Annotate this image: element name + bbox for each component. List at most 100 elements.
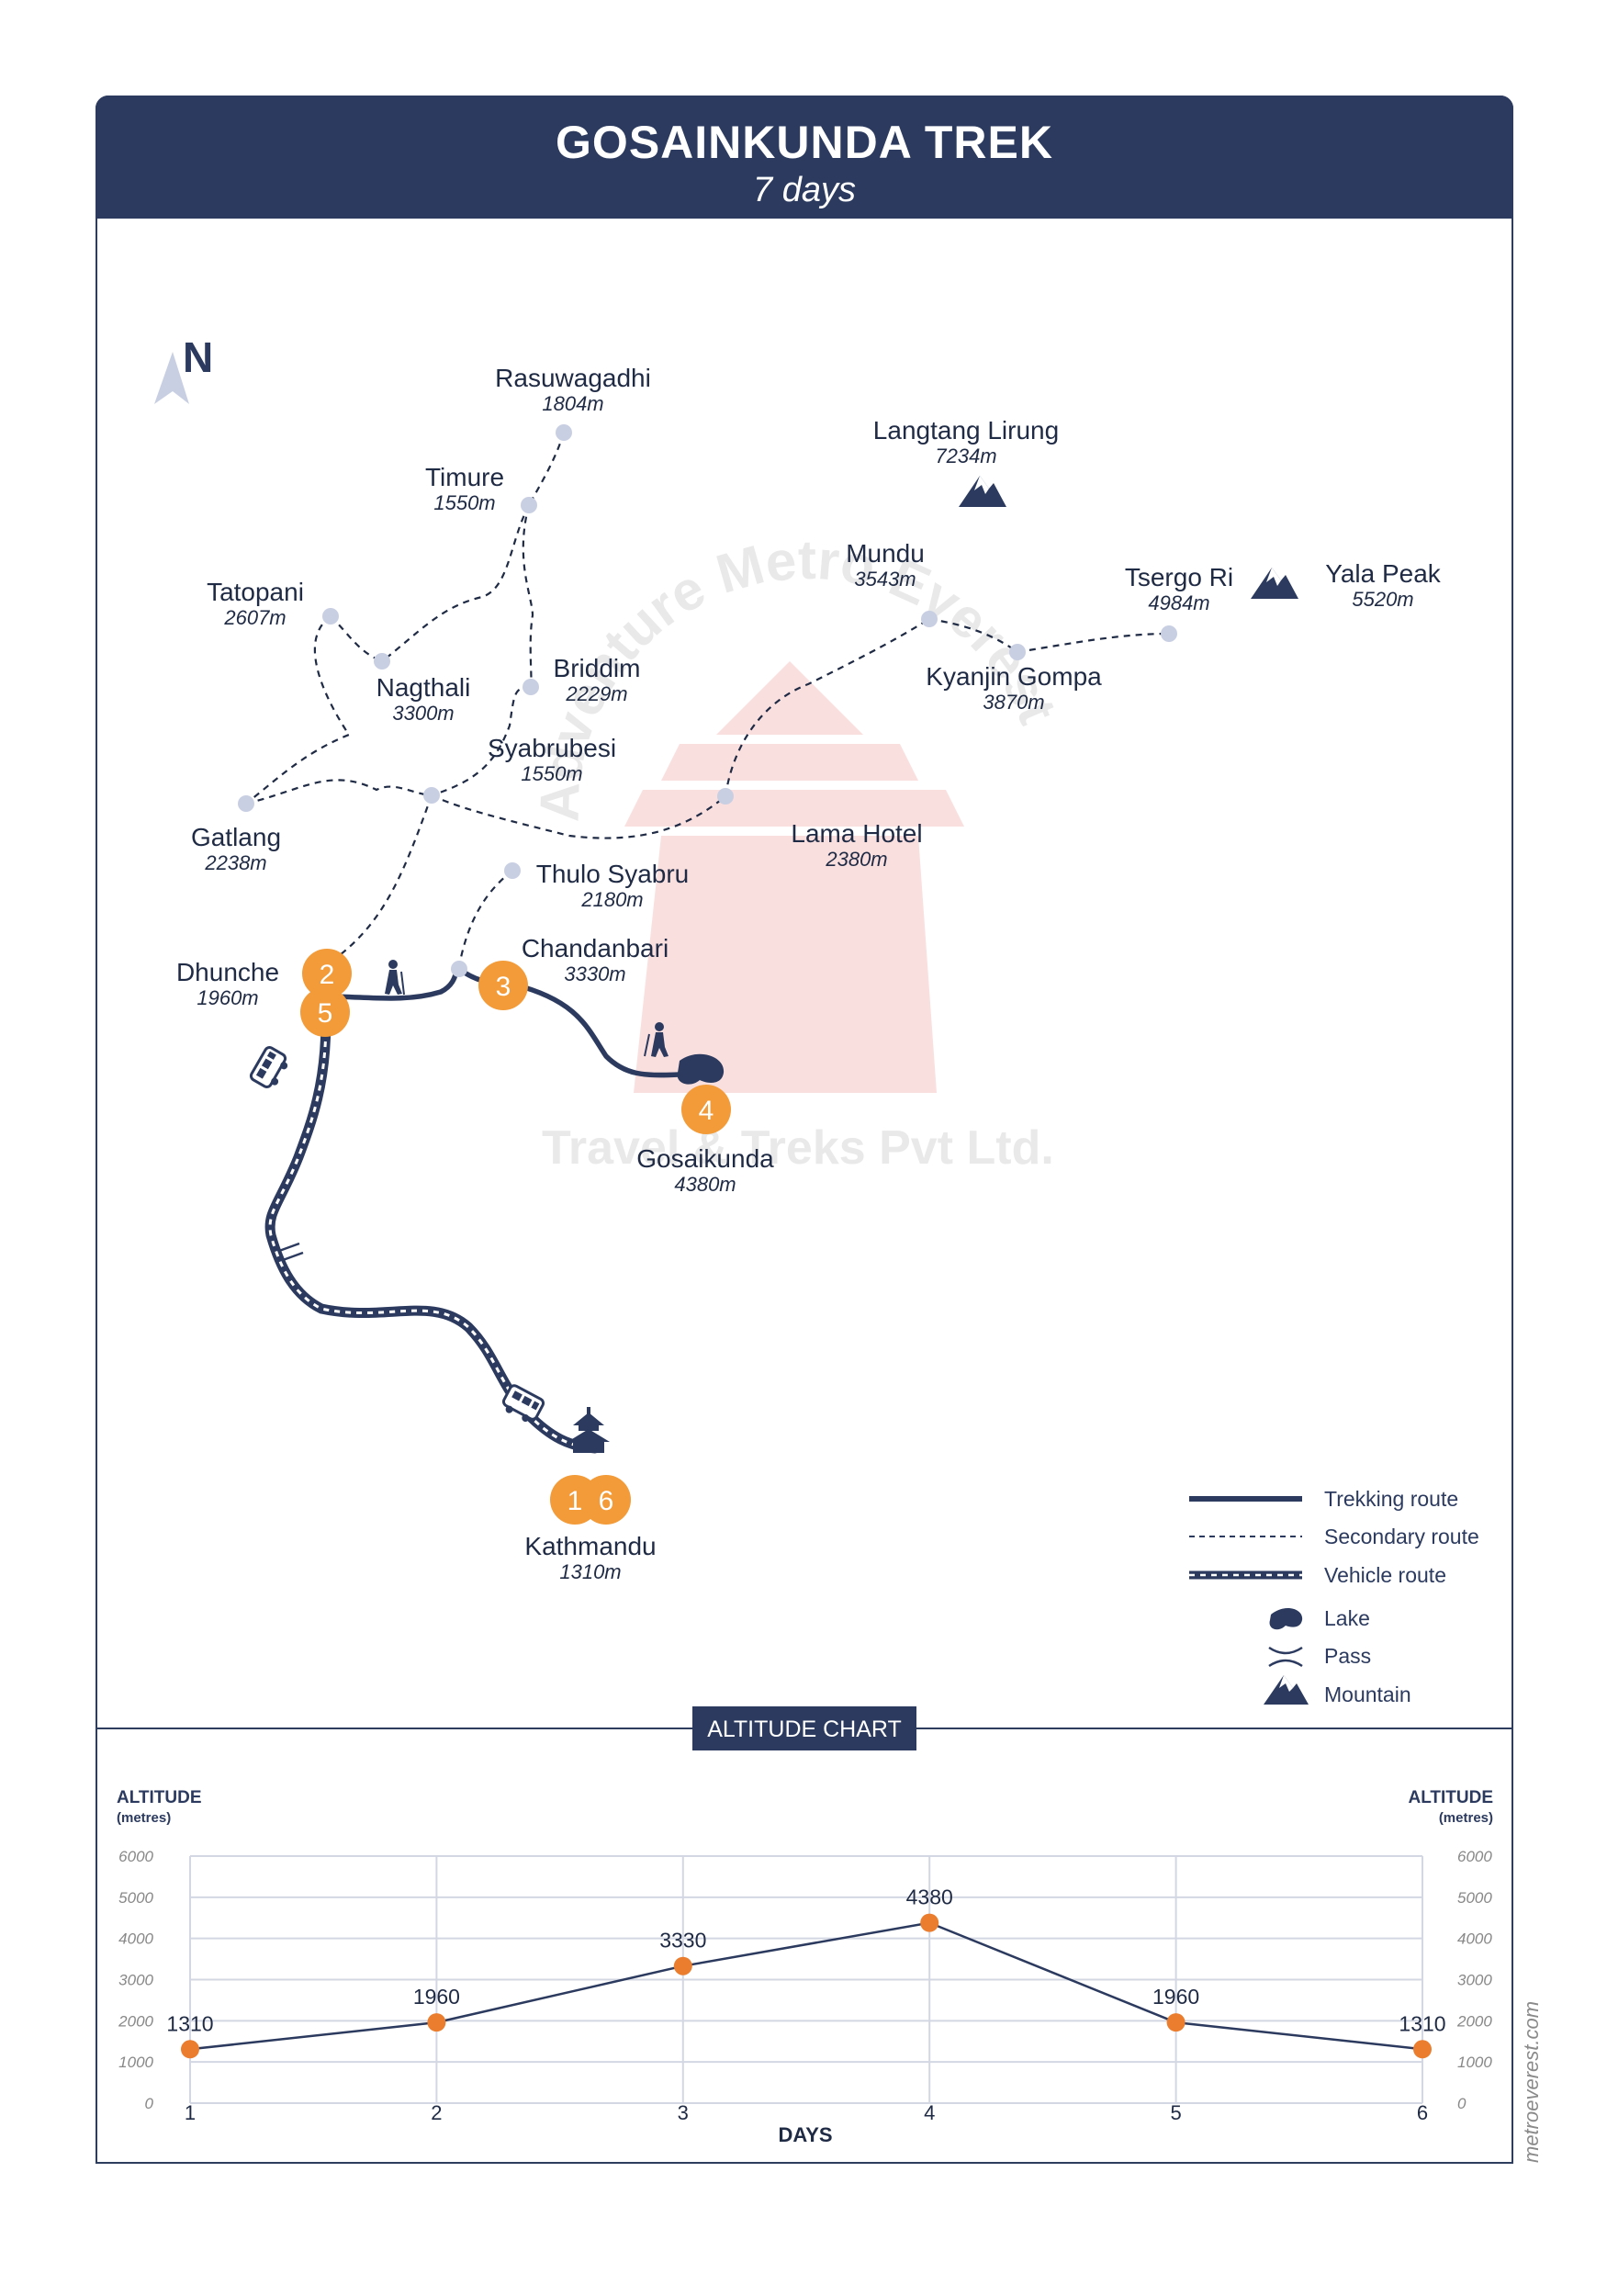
svg-text:4380m: 4380m [674,1173,736,1196]
svg-text:Thulo Syabru: Thulo Syabru [536,860,690,888]
x-tick-label: 6 [1417,2101,1428,2124]
svg-text:1804m: 1804m [542,392,603,415]
x-tick-label: 3 [678,2101,689,2124]
svg-text:Tatopani: Tatopani [207,578,304,606]
svg-text:2238m: 2238m [204,851,266,874]
x-tick-label: 2 [431,2101,442,2124]
yala-peak-mountain-icon [1251,568,1298,599]
legend-trekking-label: Trekking route [1324,1487,1458,1511]
title-banner: GOSAINKUNDA TREK 7 days [96,96,1513,219]
node-chandanbari [451,961,467,977]
hiker-icon [644,1022,669,1057]
map-legend: Trekking route Secondary route Vehicle r… [1189,1487,1479,1706]
svg-text:1550m: 1550m [521,762,582,785]
temple-icon [568,1407,610,1453]
svg-text:Rasuwagadhi: Rasuwagadhi [495,364,651,392]
y-tick-label-left: 4000 [118,1930,153,1948]
node-thulo-syabru [504,862,521,879]
x-tick-label: 5 [1170,2101,1181,2124]
node-nagthali [374,653,390,670]
x-tick-label: 4 [924,2101,935,2124]
svg-text:Timure: Timure [425,463,504,491]
pass-icon [278,1242,304,1262]
y-tick-label-right: 2000 [1456,2012,1492,2030]
altitude-point [427,2013,446,2032]
bus-icon [501,1384,545,1423]
altitude-data-label: 1960 [1152,1985,1199,2009]
right-axis-unit: (metres) [1439,1810,1493,1826]
y-tick-label-right: 0 [1457,2095,1467,2112]
legend-pass-label: Pass [1324,1644,1371,1668]
svg-text:Kyanjin Gompa: Kyanjin Gompa [926,662,1102,691]
legend-secondary-label: Secondary route [1324,1525,1479,1548]
y-tick-label-right: 5000 [1457,1889,1492,1907]
svg-text:Nagthali: Nagthali [376,673,471,702]
y-tick-label-left: 3000 [118,1972,153,1989]
altitude-data-label: 3330 [659,1929,706,1953]
node-tatopani [322,608,339,625]
svg-text:Tsergo Ri: Tsergo Ri [1125,563,1233,591]
node-mundu [921,611,938,627]
vehicle-route [264,1014,601,1454]
svg-text:2: 2 [320,960,335,990]
y-tick-label-left: 1000 [118,2054,153,2071]
svg-text:Lama Hotel: Lama Hotel [791,819,922,848]
svg-text:3: 3 [496,972,511,1002]
watermark-stupa-icon [624,661,964,1093]
y-tick-label-right: 6000 [1457,1848,1492,1865]
svg-text:5520m: 5520m [1352,588,1413,611]
day-badges: 2 5 3 4 1 6 [300,949,731,1525]
north-label: N [183,333,213,381]
node-tsergo-ri [1161,625,1177,642]
svg-text:3300m: 3300m [392,702,454,725]
svg-text:Briddim: Briddim [554,654,641,682]
day-badge: 5 [300,987,350,1037]
svg-text:2380m: 2380m [825,848,887,871]
x-axis-title: DAYS [778,2123,832,2146]
waypoint-nodes [238,424,1177,977]
page-title: GOSAINKUNDA TREK [556,117,1053,168]
y-tick-label-left: 0 [145,2095,154,2112]
svg-text:1960m: 1960m [197,986,258,1009]
svg-text:Gatlang: Gatlang [191,823,281,851]
legend-lake-icon [1269,1608,1303,1630]
altitude-point [673,1956,692,1975]
y-tick-label-left: 2000 [118,2012,153,2030]
svg-text:Kathmandu: Kathmandu [524,1532,656,1560]
altitude-data-label: 1960 [413,1985,460,2009]
watermark-bottom-text: Travel & Treks Pvt Ltd. [542,1121,1054,1175]
legend-mountain-label: Mountain [1324,1683,1411,1706]
svg-text:3330m: 3330m [564,962,625,985]
altitude-line [189,1921,1423,2051]
node-rasuwagadhi [556,424,572,441]
altitude-data-label: 4380 [906,1885,953,1909]
node-gatlang [238,795,254,812]
y-tick-label-right: 3000 [1457,1972,1492,1989]
svg-text:1310m: 1310m [559,1560,621,1583]
svg-text:Gosaikunda: Gosaikunda [636,1144,774,1173]
svg-text:2229m: 2229m [565,682,627,705]
bus-icon [249,1046,288,1088]
altitude-point [920,1913,939,1932]
svg-text:Mundu: Mundu [846,539,925,568]
altitude-point [1166,2013,1186,2032]
day-badge: 3 [478,961,528,1010]
svg-text:7234m: 7234m [935,445,996,467]
legend-pass-icon [1268,1646,1303,1668]
watermark-logo: Adventure Metro Everest Travel & Treks P… [529,529,1069,1175]
altitude-point [181,2040,199,2059]
svg-text:3543m: 3543m [854,568,916,591]
